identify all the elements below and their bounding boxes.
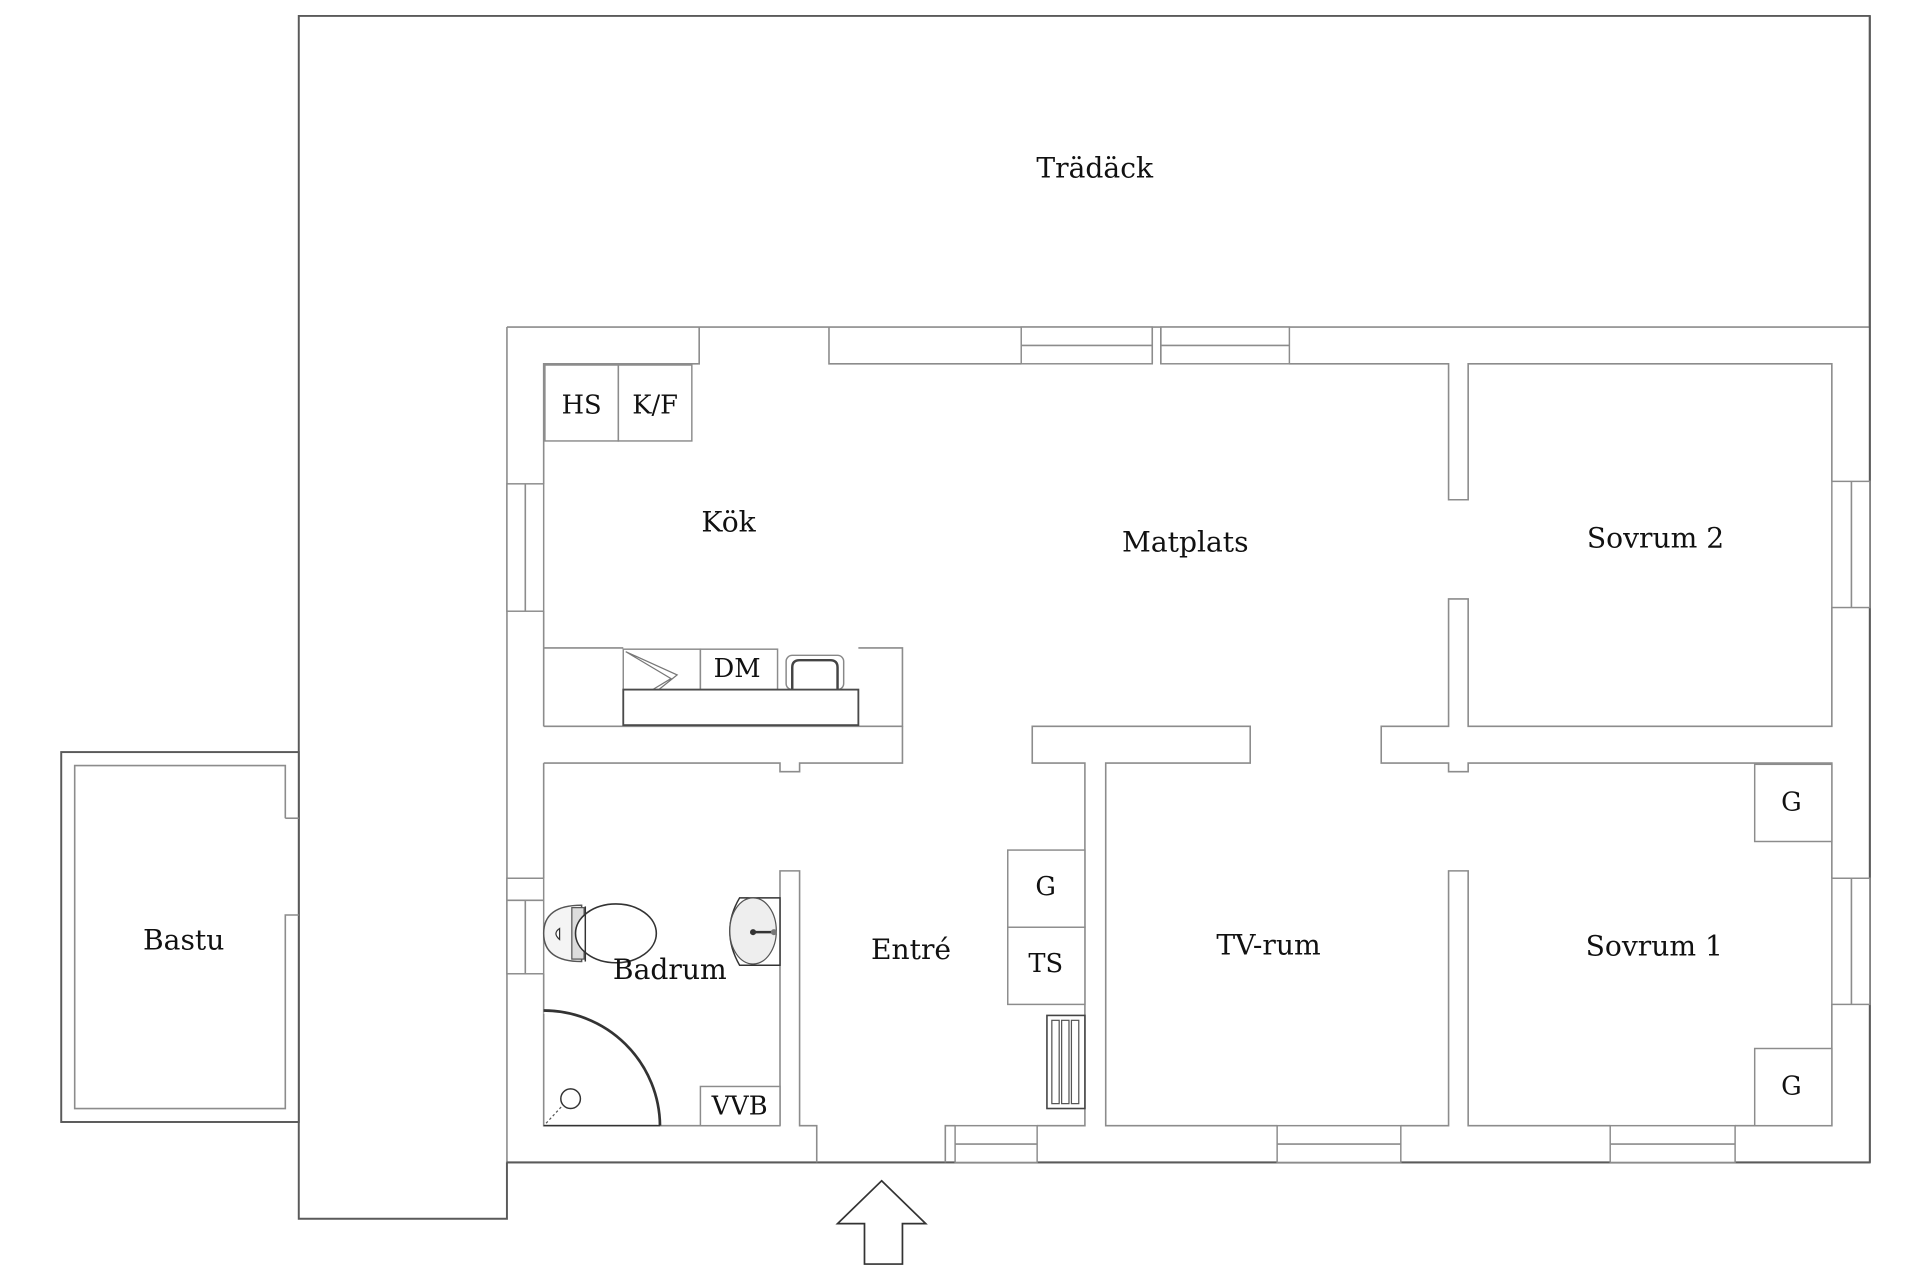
washbasin-icon bbox=[729, 897, 781, 966]
dishwasher bbox=[699, 648, 779, 691]
hall-fixtures: G TS bbox=[1007, 849, 1086, 1110]
room-label-bathroom: Badrum bbox=[613, 953, 727, 986]
inner-walls bbox=[506, 326, 1871, 1164]
fixture-label-hs: HS bbox=[562, 391, 602, 421]
toilet-icon bbox=[542, 903, 658, 964]
room-label-deck: Trädäck bbox=[1036, 152, 1154, 185]
fixture-label-g-bottom: G bbox=[1781, 1072, 1802, 1102]
room-label-tv-room: TV-rum bbox=[1216, 928, 1320, 961]
high-cabinet bbox=[544, 364, 620, 442]
fridge-freezer bbox=[617, 364, 693, 442]
radiator-icon bbox=[1046, 1014, 1086, 1110]
room-label-bedroom2: Sovrum 2 bbox=[1587, 522, 1724, 555]
fixture-label-kf: K/F bbox=[632, 391, 678, 421]
room-label-hall: Entré bbox=[871, 933, 951, 966]
water-heater bbox=[699, 1085, 781, 1127]
room-label-kitchen: Kök bbox=[701, 506, 756, 539]
fixture-label-g-hall: G bbox=[1035, 872, 1056, 902]
entrance-arrow-icon bbox=[835, 1179, 928, 1265]
bathroom-fixtures: Badrum VVB bbox=[542, 897, 781, 1127]
bedroom1-fixtures: G G bbox=[1753, 763, 1833, 1127]
fixture-label-ts: TS bbox=[1028, 949, 1063, 979]
kitchen-sink-icon bbox=[785, 654, 845, 691]
counter bbox=[622, 688, 860, 727]
hall-wardrobe bbox=[1007, 849, 1086, 928]
room-label-bedroom1: Sovrum 1 bbox=[1586, 930, 1723, 963]
room-label-sauna: Bastu bbox=[143, 923, 224, 956]
fixture-label-dm: DM bbox=[714, 654, 761, 684]
drying-cabinet bbox=[1007, 926, 1086, 1006]
kitchen-fixtures: HS K/F DM bbox=[544, 364, 860, 727]
corner-shower-icon bbox=[543, 1009, 662, 1127]
fixture-label-vvb: VVB bbox=[711, 1091, 768, 1121]
wardrobe-top bbox=[1753, 763, 1833, 843]
sauna: Bastu bbox=[60, 751, 300, 1123]
fixture-label-g-top: G bbox=[1781, 788, 1802, 818]
house-exterior bbox=[506, 15, 1871, 1164]
wardrobe-bottom bbox=[1753, 1047, 1833, 1127]
room-label-dining: Matplats bbox=[1122, 525, 1248, 558]
